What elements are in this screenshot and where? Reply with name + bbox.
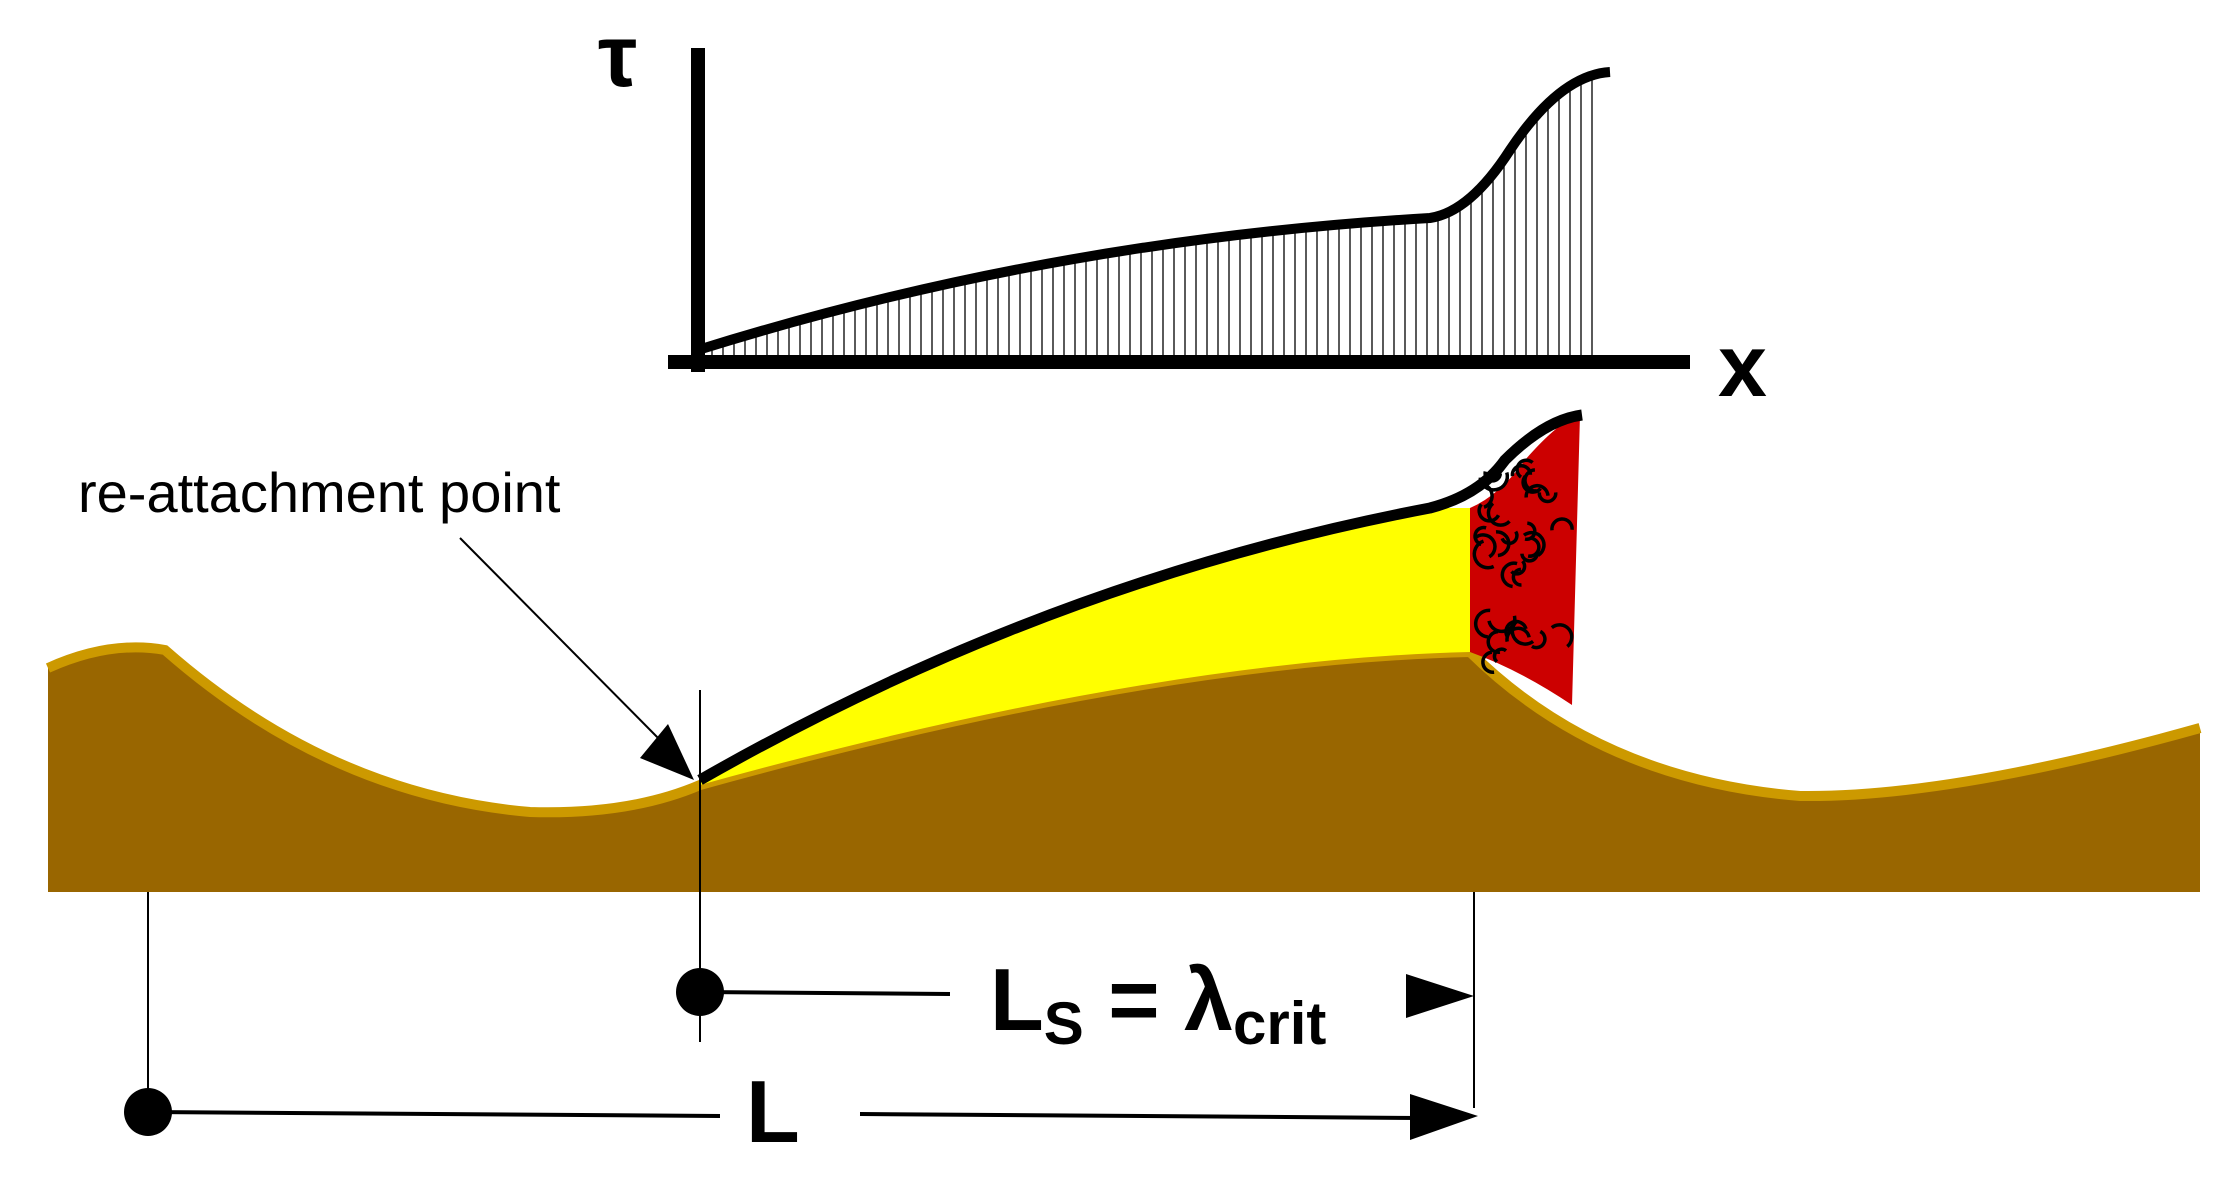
eddy-swirl bbox=[1522, 530, 1546, 557]
x-axis-label: x bbox=[1718, 316, 1767, 415]
bedform-surface bbox=[45, 642, 2202, 818]
eddy-swirl bbox=[1520, 552, 1539, 563]
eddy-swirl bbox=[1505, 626, 1531, 642]
l-line-right bbox=[859, 1112, 1421, 1120]
stress-hatching bbox=[711, 79, 1593, 355]
ls-line-left bbox=[699, 990, 951, 996]
eddy-swirl bbox=[1521, 474, 1542, 494]
ls-label: LS = λcrit bbox=[990, 950, 1326, 1057]
eddy-swirl bbox=[1492, 647, 1508, 664]
reattachment-arrowhead bbox=[640, 724, 694, 780]
l-line-left bbox=[147, 1110, 721, 1118]
eddy-swirl bbox=[1510, 619, 1535, 646]
wavelength-dimension: L bbox=[124, 1062, 1478, 1161]
eddy-swirl bbox=[1487, 615, 1517, 634]
shear-stress-graph: τ x bbox=[598, 6, 1767, 415]
reattachment-leader bbox=[459, 537, 665, 745]
turbulent-eddies bbox=[1472, 458, 1574, 674]
eddy-swirl bbox=[1550, 517, 1574, 531]
eddy-swirl bbox=[1473, 533, 1497, 559]
shear-stress-curve bbox=[696, 67, 1611, 355]
eddy-swirl bbox=[1495, 530, 1511, 558]
l-arrowhead bbox=[1410, 1094, 1478, 1140]
eddy-swirl bbox=[1486, 502, 1511, 527]
eddy-swirl bbox=[1500, 530, 1519, 546]
tau-axis-label: τ bbox=[598, 6, 637, 105]
bedform-fill bbox=[48, 647, 2200, 892]
eddy-swirl bbox=[1500, 561, 1518, 589]
separation-length-dimension: LS = λcrit bbox=[676, 950, 1474, 1057]
eddy-swirl bbox=[1527, 536, 1541, 558]
eddy-swirl bbox=[1474, 608, 1491, 639]
eddy-swirl bbox=[1510, 559, 1527, 576]
eddy-swirl bbox=[1510, 464, 1533, 477]
wake-region bbox=[700, 508, 1470, 785]
eddy-swirl bbox=[1537, 492, 1558, 504]
ls-arrowhead bbox=[1406, 974, 1474, 1018]
eddy-swirl bbox=[1550, 623, 1574, 648]
flow-regions bbox=[697, 409, 1583, 785]
eddy-swirl bbox=[1524, 483, 1550, 498]
eddy-swirl bbox=[1477, 503, 1501, 523]
reattachment-annotation: re-attachment point bbox=[78, 461, 694, 780]
l-label: L bbox=[746, 1062, 800, 1161]
eddy-swirl bbox=[1511, 567, 1522, 587]
reattachment-label: re-attachment point bbox=[78, 461, 561, 524]
eddy-swirl bbox=[1481, 650, 1495, 674]
bedform-profile bbox=[45, 642, 2202, 892]
eddy-swirl bbox=[1473, 525, 1487, 547]
eddy-swirl bbox=[1515, 458, 1534, 479]
eddy-swirl bbox=[1531, 629, 1547, 650]
flow-boundary-line bbox=[697, 409, 1583, 785]
